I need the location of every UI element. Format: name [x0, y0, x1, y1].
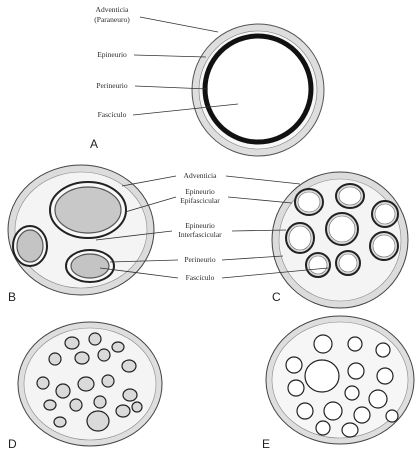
- fascicle: [44, 400, 56, 410]
- fascicle: [78, 377, 94, 391]
- label-fasciculo-bc: Fascículo: [186, 273, 215, 282]
- fascicle: [123, 389, 137, 401]
- fascicle-core: [373, 235, 395, 257]
- label-epineurio-epi: Epineurio: [185, 187, 215, 196]
- fascicle-core: [375, 204, 395, 224]
- label-perineurio-bc: Perineurio: [184, 255, 215, 264]
- fascicle-core: [298, 192, 320, 212]
- fascicle-core: [289, 226, 311, 250]
- fascicle-core: [309, 256, 327, 274]
- fascicle: [132, 402, 142, 412]
- label-epifascicular: Epifascicular: [180, 196, 220, 205]
- label-adventicia: Adventicia: [96, 5, 130, 14]
- fascicle: [345, 386, 359, 400]
- fascicle: [324, 402, 342, 420]
- fascicle: [386, 410, 398, 422]
- fascicle: [87, 411, 109, 431]
- fascicle: [65, 337, 79, 349]
- panel-label-d: D: [8, 437, 17, 451]
- fascicle: [70, 399, 82, 411]
- panel-label-a: A: [90, 137, 98, 151]
- fascicle-core: [329, 216, 355, 242]
- fascicle: [54, 417, 66, 427]
- panel-e-diagram: [266, 316, 414, 444]
- label-epineurio: Epineurio: [97, 50, 127, 59]
- fascicle: [89, 333, 101, 345]
- fascicle-core: [339, 254, 357, 272]
- fascicle: [314, 335, 332, 353]
- fascicle: [56, 384, 70, 398]
- label-adventicia-bc: Adventicia: [184, 171, 218, 180]
- panel-a-diagram: [192, 24, 324, 156]
- fascicle: [102, 375, 114, 387]
- fascicle: [49, 353, 61, 365]
- label-interfascicular: Interfascicular: [178, 230, 222, 239]
- fascicle: [316, 421, 330, 435]
- panel-c-diagram: [272, 172, 408, 308]
- fascicle: [94, 396, 106, 408]
- label-epineurio-inter: Epineurio: [185, 221, 215, 230]
- fascicle: [286, 357, 302, 373]
- fascicle: [297, 403, 313, 419]
- fascicle: [112, 342, 124, 352]
- panel-label-c: C: [272, 290, 281, 304]
- fascicle: [377, 368, 393, 384]
- fascicle: [122, 360, 136, 372]
- fascicle: [116, 405, 130, 417]
- fascicle-core: [339, 187, 361, 205]
- fascicle: [348, 337, 362, 351]
- fascicle: [369, 390, 387, 408]
- fascicle: [98, 349, 110, 361]
- fascicle: [75, 352, 89, 364]
- fascicle: [376, 343, 390, 357]
- fascicle: [342, 423, 358, 437]
- fascicle: [305, 360, 339, 392]
- label-fasciculo: Fascículo: [98, 110, 127, 119]
- fascicle: [288, 380, 304, 396]
- label-paraneuro: (Paraneuro): [94, 15, 130, 24]
- fascicle: [354, 407, 370, 423]
- label-perineurio: Perineurio: [96, 81, 127, 90]
- fascicle: [348, 363, 364, 379]
- panel-d-diagram: [18, 322, 162, 446]
- panel-label-b: B: [8, 290, 16, 304]
- fascicle: [37, 377, 49, 389]
- panel-label-e: E: [262, 437, 270, 451]
